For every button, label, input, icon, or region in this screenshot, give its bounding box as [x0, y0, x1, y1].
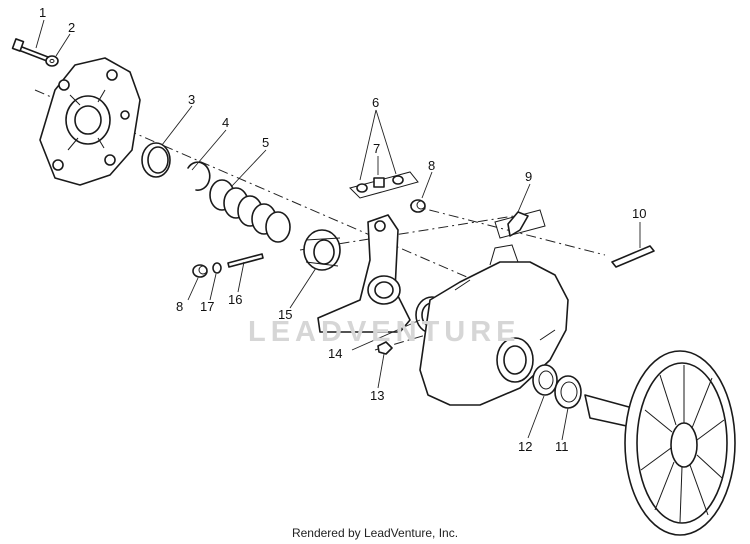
callout-8-upper: 8	[428, 158, 435, 173]
callout-11: 11	[555, 439, 569, 454]
callout-8-lower: 8	[176, 299, 183, 314]
callout-15: 15	[278, 307, 292, 322]
part-snap-ring[interactable]	[187, 161, 211, 191]
callout-4: 4	[222, 115, 229, 130]
part-movable-sheave[interactable]	[419, 244, 569, 406]
part-fixed-sheave[interactable]	[584, 350, 736, 536]
callout-labels: 1 2 3 4 5 6 7 8 9 10 8 17 16 15 14 13 12…	[39, 5, 646, 454]
callout-2: 2	[68, 20, 75, 35]
part-long-pin[interactable]	[611, 245, 655, 268]
part-cam-arm[interactable]	[317, 214, 411, 333]
callout-12: 12	[518, 439, 532, 454]
callout-10: 10	[632, 206, 646, 221]
callout-1: 1	[39, 5, 46, 20]
callout-16: 16	[228, 292, 242, 307]
part-clip[interactable]	[494, 209, 546, 239]
part-spider-cam[interactable]	[303, 229, 341, 271]
part-bolt[interactable]	[11, 38, 49, 62]
footer-credit: Rendered by LeadVenture, Inc.	[291, 526, 459, 540]
part-hardware-kit[interactable]	[349, 171, 419, 199]
part-small-ring[interactable]	[212, 262, 222, 274]
part-roller-lower[interactable]	[192, 264, 208, 278]
callout-14: 14	[328, 346, 342, 361]
callout-7: 7	[373, 141, 380, 156]
part-inner-ring[interactable]	[532, 364, 558, 396]
part-outer-ring[interactable]	[554, 375, 582, 409]
part-washer[interactable]	[45, 55, 59, 67]
part-pin[interactable]	[227, 253, 264, 268]
callout-9: 9	[525, 169, 532, 184]
leader-lines	[35, 19, 641, 441]
callout-13: 13	[370, 388, 384, 403]
part-cover-plate[interactable]	[39, 57, 141, 186]
watermark: LEADVENTURE	[248, 316, 521, 348]
callout-17: 17	[200, 299, 214, 314]
part-spring[interactable]	[209, 179, 291, 243]
callout-6: 6	[372, 95, 379, 110]
callout-5: 5	[262, 135, 269, 150]
part-roller-upper[interactable]	[410, 199, 426, 213]
part-bushing-ring[interactable]	[141, 142, 171, 178]
callout-3: 3	[188, 92, 195, 107]
part-nut[interactable]	[377, 341, 393, 355]
